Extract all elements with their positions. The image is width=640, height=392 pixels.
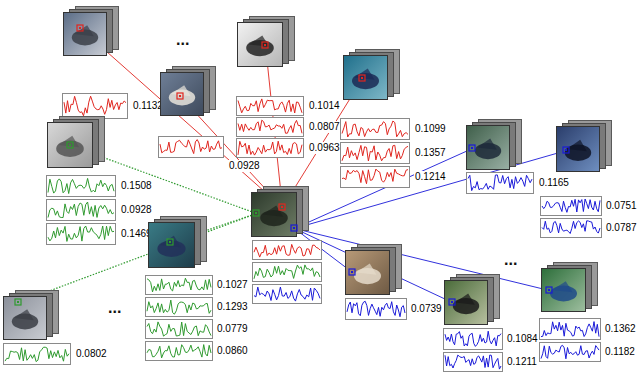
similarity-score: 0.1182 xyxy=(604,346,636,358)
image-stack xyxy=(541,262,599,313)
image-tile xyxy=(238,23,283,67)
feature-map-group: 0.0928 xyxy=(158,65,261,172)
image-stack xyxy=(148,216,208,269)
similarity-score: 0.1508 xyxy=(120,180,153,192)
similarity-score: 0.1214 xyxy=(414,171,447,183)
signal-plot xyxy=(540,196,602,216)
image-stack xyxy=(251,186,310,238)
similarity-score: 0.0807 xyxy=(308,121,341,133)
image-tile xyxy=(344,56,388,100)
feature-map-group: 0.1132 xyxy=(62,5,164,119)
signal-plot xyxy=(252,262,322,282)
feature-map-group: 0.0751 0.0787 xyxy=(540,119,638,238)
signal-plot xyxy=(145,297,213,317)
match-line xyxy=(297,229,542,289)
similarity-score: 0.1165 xyxy=(538,177,570,189)
image-tile xyxy=(4,297,47,340)
image-stack xyxy=(345,244,403,296)
image-stack xyxy=(343,49,401,101)
feature-map-group: 0.1362 0.1182 xyxy=(539,261,637,362)
similarity-score: 0.0787 xyxy=(605,222,638,234)
feature-map-group xyxy=(251,185,322,304)
image-tile xyxy=(48,123,93,168)
similarity-score: 0.0802 xyxy=(75,348,108,360)
image-stack xyxy=(3,290,60,341)
feature-map-group: 0.0802 xyxy=(3,289,108,365)
image-tile xyxy=(64,13,107,56)
signal-plot xyxy=(443,328,503,350)
signal-plot xyxy=(252,240,322,260)
image-tile xyxy=(557,127,600,172)
signal-plot xyxy=(62,93,128,119)
similarity-score: 0.1014 xyxy=(308,100,341,112)
signal-plot xyxy=(145,319,213,339)
signal-plot xyxy=(443,352,503,372)
image-stack xyxy=(47,116,106,169)
signal-plot xyxy=(539,342,601,362)
feature-map-group: 0.1084 0.1211 xyxy=(443,273,539,372)
similarity-score: 0.1027 xyxy=(216,279,249,291)
image-tile xyxy=(445,281,488,325)
similarity-score: 0.1084 xyxy=(506,333,539,345)
feature-map-group: 0.0739 xyxy=(345,243,443,320)
image-stack xyxy=(556,120,613,173)
feature-map-group: 0.1165 xyxy=(466,118,570,194)
match-line xyxy=(297,153,557,228)
signal-plot xyxy=(158,136,224,158)
signal-plot xyxy=(466,172,534,194)
image-tile xyxy=(161,73,204,116)
signal-plot xyxy=(540,218,602,238)
similarity-score: 0.1357 xyxy=(414,147,447,159)
similarity-score: 0.1099 xyxy=(414,123,447,135)
signal-plot xyxy=(46,199,116,221)
feature-map-group: 0.1027 0.1293 0.0779 0.0860 xyxy=(145,215,249,361)
image-tile xyxy=(252,193,297,237)
feature-map-group: 0.1014 0.0807 0.0963 xyxy=(236,15,341,158)
similarity-score: 0.0963 xyxy=(308,142,341,154)
image-stack xyxy=(160,66,217,117)
ellipsis-label: ... xyxy=(504,252,517,268)
ellipsis-label: ... xyxy=(176,32,189,48)
ellipsis-label: ... xyxy=(108,300,121,316)
similarity-score: 0.0779 xyxy=(216,323,249,335)
signal-plot xyxy=(539,318,601,340)
image-stack xyxy=(63,6,120,57)
similarity-score: 0.0751 xyxy=(605,200,638,212)
signal-plot xyxy=(340,166,410,188)
signal-plot xyxy=(145,341,213,361)
signal-plot xyxy=(236,138,304,158)
similarity-score: 0.0928 xyxy=(120,204,153,216)
similarity-score: 0.1293 xyxy=(216,301,249,313)
similarity-score: 0.0739 xyxy=(410,303,443,315)
similarity-score: 0.1211 xyxy=(506,356,538,368)
similarity-score: 0.1362 xyxy=(604,323,637,335)
signal-plot xyxy=(252,284,322,304)
signal-plot xyxy=(340,118,410,140)
feature-map-group: 0.1508 0.0928 0.1469 xyxy=(46,115,153,245)
similarity-score: 0.0928 xyxy=(228,160,261,172)
image-stack xyxy=(444,274,501,326)
signal-plot xyxy=(3,343,71,365)
signal-plot xyxy=(236,117,304,137)
signal-plot xyxy=(46,223,116,245)
signal-plot xyxy=(46,175,116,197)
feature-map-group: 0.1099 0.1357 0.1214 xyxy=(340,48,447,188)
image-tile xyxy=(346,251,390,295)
similarity-score: 0.1469 xyxy=(120,228,153,240)
signal-plot xyxy=(145,275,213,295)
image-stack xyxy=(237,16,296,68)
signal-plot xyxy=(340,142,410,164)
similarity-score: 0.1132 xyxy=(132,100,164,112)
image-tile xyxy=(542,269,586,312)
image-tile xyxy=(467,126,510,170)
match-line xyxy=(35,215,252,296)
image-tile xyxy=(149,223,195,268)
signal-plot xyxy=(236,96,304,116)
signal-plot xyxy=(345,298,407,320)
similarity-score: 0.0860 xyxy=(216,345,249,357)
image-stack xyxy=(466,119,523,171)
